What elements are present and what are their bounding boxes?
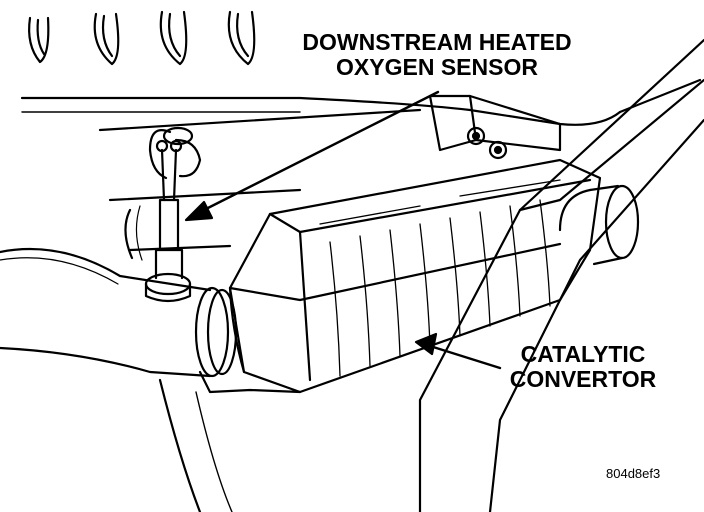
converter-arrowhead — [414, 332, 438, 356]
heat-shield-edge — [198, 370, 302, 394]
hanger-bracket — [428, 94, 562, 160]
converter-label-line1: CATALYTIC — [520, 341, 646, 367]
converter-label-line2: CONVERTOR — [509, 365, 657, 392]
pipe-flange — [194, 286, 238, 378]
converter-label: CATALYTIC CONVERTOR — [488, 342, 678, 392]
floor-pan-ribs — [28, 10, 256, 66]
inlet-pipe — [0, 247, 212, 378]
sensor-label-line1: DOWNSTREAM HEATED — [302, 29, 572, 55]
leader-arrows — [194, 90, 502, 370]
catalytic-converter-body — [228, 158, 602, 394]
floor-pan-edge — [20, 96, 622, 126]
sensor-label-line2: OXYGEN SENSOR — [336, 53, 538, 80]
oxygen-sensor — [144, 139, 192, 303]
wire-clip — [148, 126, 202, 180]
sensor-arrowhead — [184, 200, 214, 222]
cross-member — [98, 108, 422, 252]
frame-rail — [418, 38, 704, 512]
lower-body-curve — [158, 378, 202, 512]
figure-code: 804d8ef3 — [606, 466, 661, 481]
sensor-label: DOWNSTREAM HEATED OXYGEN SENSOR — [272, 30, 602, 80]
outlet-pipe — [558, 184, 640, 266]
